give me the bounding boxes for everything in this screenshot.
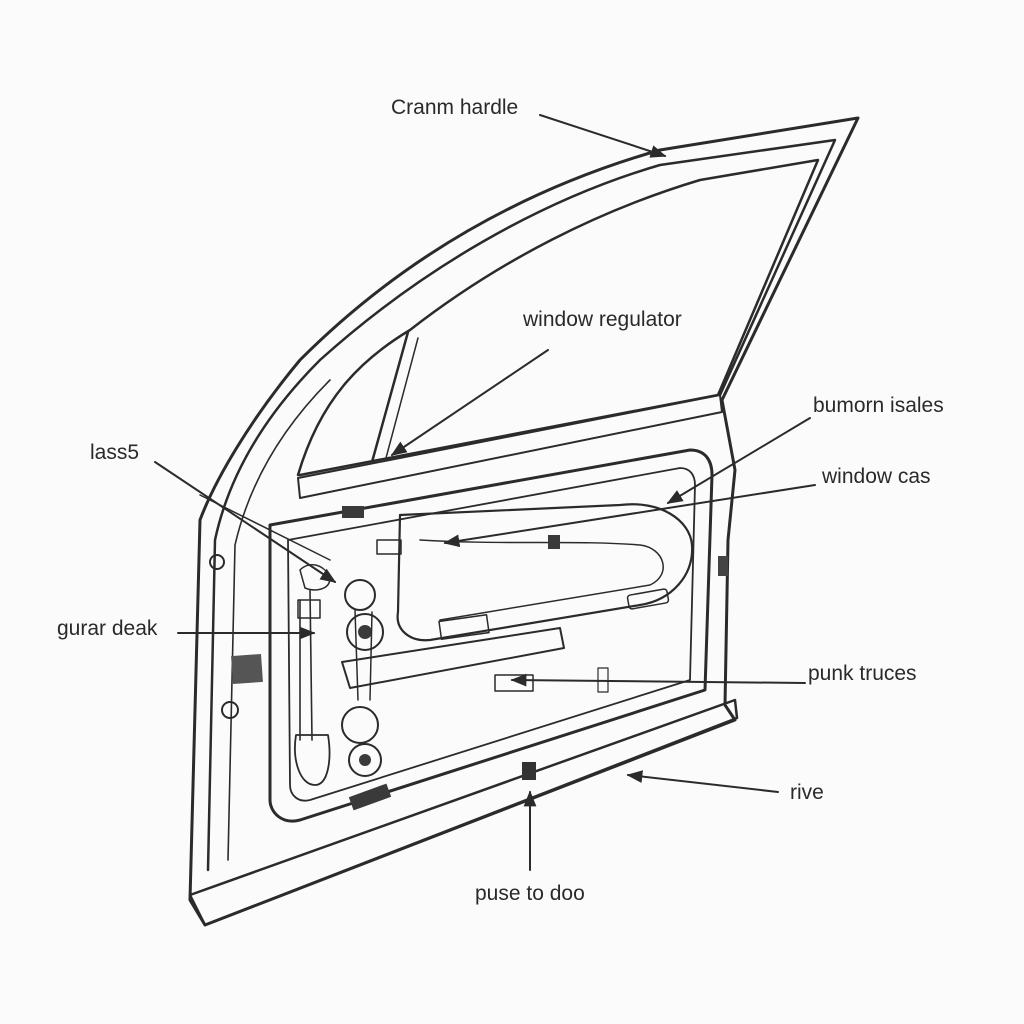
hinge-bolt-top <box>209 554 225 570</box>
leader-bumorn-isales <box>666 417 811 504</box>
lower-rail <box>341 627 565 689</box>
leader-window-regulator <box>390 349 549 456</box>
door-sill <box>188 698 739 927</box>
label-window-cas: window cas <box>822 465 931 488</box>
hinge-bolt-bottom <box>221 701 239 719</box>
door-handle-recess <box>626 588 670 610</box>
door-frame-edge <box>227 379 331 861</box>
rail-bracket <box>438 613 490 641</box>
label-punk-truces: punk truces <box>808 662 917 685</box>
window-channel <box>370 330 410 464</box>
window-channel-2 <box>385 337 419 459</box>
inner-panel <box>268 448 714 823</box>
drain-slot <box>522 762 536 780</box>
leader-rive <box>626 770 779 793</box>
label-puse-to-doo: puse to doo <box>475 882 585 905</box>
label-gurar-deak: gurar deak <box>57 617 158 640</box>
window-opening <box>296 158 820 477</box>
label-bumorn-isales: bumorn isales <box>813 394 944 417</box>
label-crank-handle: Cranm hardle <box>391 96 519 119</box>
leader-lass5 <box>154 461 337 583</box>
armrest-inner <box>419 539 664 621</box>
inner-panel-lip <box>287 467 696 802</box>
leader-punk-truces <box>510 673 806 687</box>
regulator-mechanism <box>294 506 609 811</box>
belt-strip <box>297 394 723 499</box>
latch-tab <box>718 556 728 576</box>
label-rive: rive <box>790 781 824 804</box>
leader-crank-handle <box>539 114 667 158</box>
hinge-pad <box>231 653 263 685</box>
leader-window-cas <box>443 484 816 548</box>
label-lass5: lass5 <box>90 441 140 464</box>
leader-lass5-2 <box>199 494 331 561</box>
label-window-regulator: window regulator <box>523 308 682 331</box>
door-frame-inner <box>206 138 837 872</box>
